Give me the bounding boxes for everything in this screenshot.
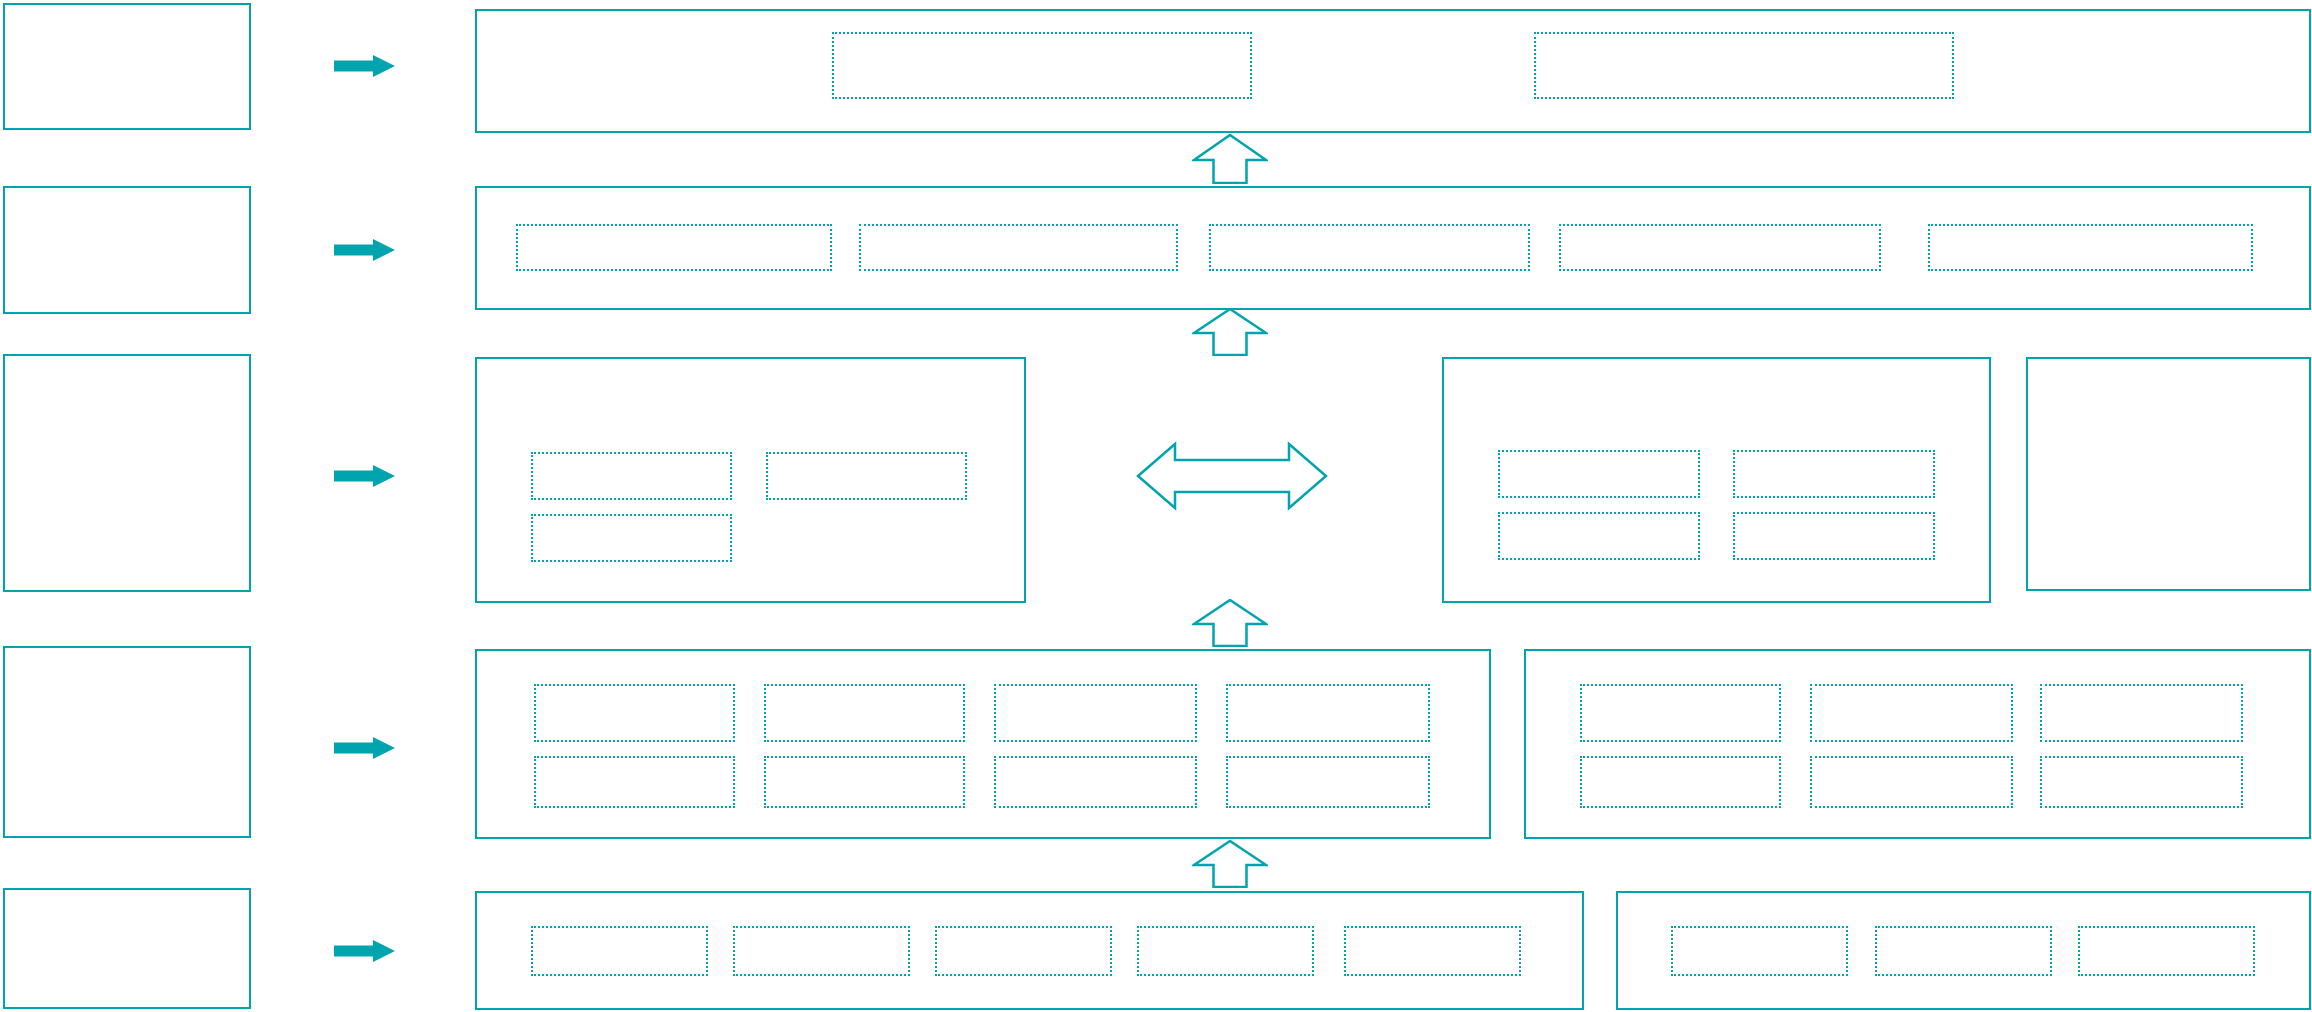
placeholder-box: [1209, 224, 1530, 271]
right-arrow-icon: [334, 464, 396, 488]
placeholder-box: [1810, 684, 2013, 742]
placeholder-box: [1875, 926, 2052, 976]
placeholder-box: [766, 452, 967, 500]
placeholder-box: [531, 514, 732, 562]
placeholder-box: [994, 684, 1197, 742]
placeholder-box: [531, 452, 732, 500]
placeholder-box: [832, 32, 1252, 99]
placeholder-box: [2040, 756, 2243, 808]
placeholder-box: [859, 224, 1178, 271]
layer-2-label-box: [3, 186, 251, 314]
placeholder-box: [1137, 926, 1314, 976]
layer-1-container: [475, 9, 2311, 133]
placeholder-box: [1226, 756, 1430, 808]
placeholder-box: [1226, 684, 1430, 742]
placeholder-box: [1559, 224, 1881, 271]
placeholder-box: [1344, 926, 1521, 976]
placeholder-box: [534, 684, 735, 742]
placeholder-box: [1580, 684, 1781, 742]
placeholder-box: [1733, 512, 1935, 560]
placeholder-box: [1534, 32, 1954, 99]
placeholder-box: [1733, 450, 1935, 498]
placeholder-box: [2078, 926, 2255, 976]
placeholder-box: [1928, 224, 2253, 271]
double-arrow-icon: [1136, 434, 1328, 518]
placeholder-box: [764, 756, 965, 808]
placeholder-box: [764, 684, 965, 742]
placeholder-box: [935, 926, 1112, 976]
placeholder-box: [531, 926, 708, 976]
up-arrow-icon: [1192, 840, 1268, 888]
placeholder-box: [534, 756, 735, 808]
placeholder-box: [1810, 756, 2013, 808]
layer-4-right-container: [1524, 649, 2311, 839]
up-arrow-icon: [1192, 599, 1268, 647]
layer-4-left-container: [475, 649, 1491, 839]
up-arrow-icon: [1192, 134, 1268, 184]
layer-4-label-box: [3, 646, 251, 838]
placeholder-box: [1671, 926, 1848, 976]
placeholder-box: [516, 224, 832, 271]
right-arrow-icon: [334, 238, 396, 262]
right-arrow-icon: [334, 939, 396, 963]
layer-3-label-box: [3, 354, 251, 592]
layer-1-label-box: [3, 3, 251, 130]
placeholder-box: [1498, 450, 1700, 498]
placeholder-box: [1580, 756, 1781, 808]
right-arrow-icon: [334, 736, 396, 760]
up-arrow-icon: [1192, 308, 1268, 356]
layer-3-side-container: [2026, 357, 2311, 591]
right-arrow-icon: [334, 54, 396, 78]
placeholder-box: [1498, 512, 1700, 560]
placeholder-box: [994, 756, 1197, 808]
placeholder-box: [733, 926, 910, 976]
placeholder-box: [2040, 684, 2243, 742]
layer-5-label-box: [3, 888, 251, 1009]
